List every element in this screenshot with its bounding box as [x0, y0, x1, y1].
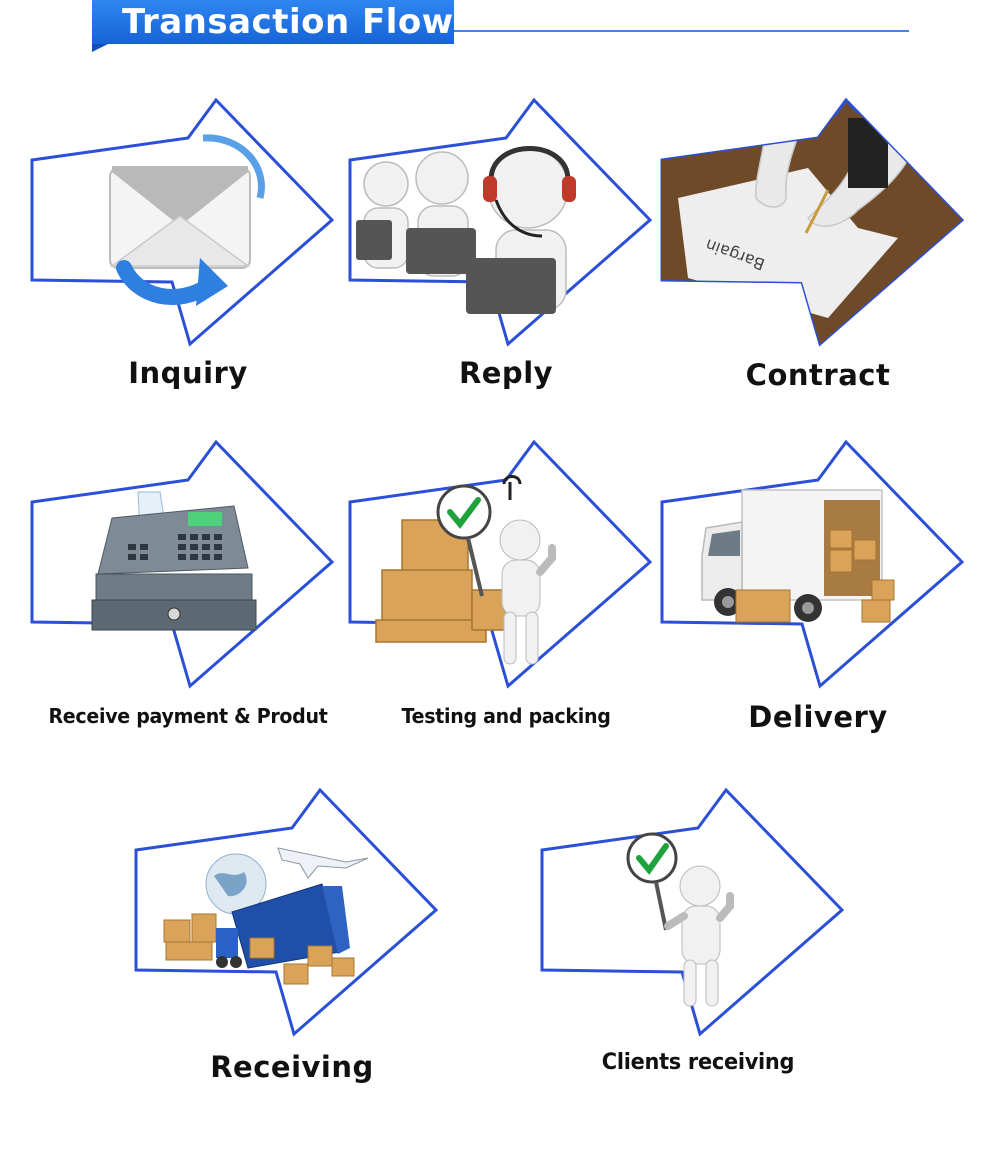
contract-signing-icon: Bargain: [660, 98, 965, 347]
step-label: Testing and packing: [401, 704, 611, 728]
step-receive-payment: Receive payment & Produt: [28, 440, 348, 740]
step-reply: Reply: [346, 98, 666, 398]
step-label: Delivery: [748, 700, 888, 734]
quality-check-icon: [348, 440, 653, 689]
step-inquiry: Inquiry: [28, 98, 348, 398]
delivery-truck-icon: [660, 440, 965, 689]
logistics-icon: [134, 788, 439, 1037]
step-delivery: Delivery: [658, 440, 978, 740]
step-label: Inquiry: [128, 356, 248, 390]
envelope-icon: [30, 98, 335, 347]
step-label: Clients receiving: [601, 1050, 795, 1075]
step-clients-receiving: Clients receiving: [538, 788, 858, 1088]
header-divider: [454, 30, 909, 32]
page-title: Transaction Flow: [122, 2, 454, 42]
step-label: Receiving: [210, 1050, 374, 1084]
step-label: Contract: [745, 358, 891, 392]
call-center-icon: [348, 98, 653, 347]
step-contract: Bargain Contract: [658, 98, 978, 398]
section-header: Transaction Flow: [92, 0, 912, 52]
step-label: Receive payment & Produt: [48, 704, 328, 728]
approval-icon: [540, 788, 845, 1037]
header-tab: Transaction Flow: [92, 0, 454, 52]
step-testing-packing: Testing and packing: [346, 440, 666, 740]
cash-register-icon: [30, 440, 335, 689]
step-receiving: Receiving: [132, 788, 452, 1088]
step-label: Reply: [458, 356, 554, 390]
